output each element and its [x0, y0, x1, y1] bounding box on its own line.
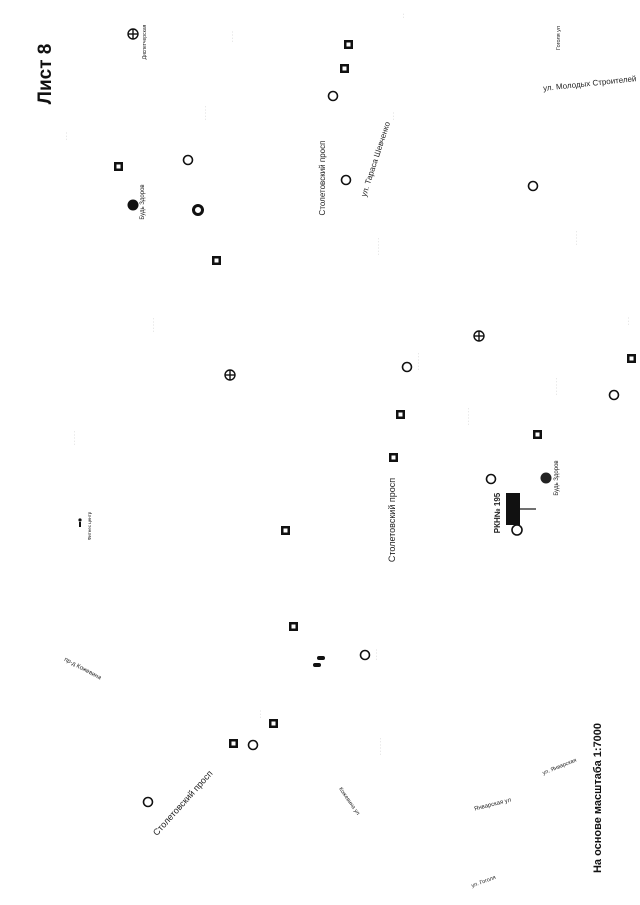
marker-label: РКН№ 195 — [493, 492, 502, 533]
street-label-stoletovsky-center: Столетовский просп — [387, 478, 397, 562]
open-circle-symbols — [142, 90, 620, 808]
open-circle-icon — [527, 180, 539, 192]
street-label-stoletovsky-south: Столетовский просп — [151, 768, 215, 837]
scale-note: На основе масштаба 1:7000 — [592, 722, 604, 874]
open-circle-icon — [401, 361, 413, 373]
square-sign-icon — [269, 719, 278, 728]
map-marker-icon — [506, 493, 520, 525]
place-labels: Будь Здоров Будь Здоров Диспетчерская Фи… — [87, 24, 560, 540]
place-label-bud-zdorov-west: Будь Здоров — [140, 184, 146, 219]
crossed-circle-icon — [127, 28, 139, 40]
crossed-circle-icon — [473, 330, 485, 342]
svg-text:· · · · · ·: · · · · · · — [416, 353, 422, 370]
place-label-dispatch: Диспетчерская — [142, 24, 148, 59]
street-label-kozhevina-south: Кожевина ул — [337, 786, 361, 816]
filled-dot-symbols — [127, 199, 552, 484]
open-circle-icon — [142, 796, 154, 808]
svg-text:· · · · ·: · · · · · — [72, 431, 78, 445]
square-sign-icon — [340, 64, 349, 73]
small-dark-marks — [313, 656, 325, 667]
filled-dot-icon — [127, 199, 139, 211]
svg-text:· · · · · ·: · · · · · · — [466, 408, 472, 425]
open-circle-icon — [327, 90, 339, 102]
square-sign-icon — [396, 410, 405, 419]
svg-text:· · ·: · · · — [626, 317, 632, 325]
street-label-kozhevina-west: пр-д Кожевина — [63, 657, 103, 682]
square-sign-icon — [229, 739, 238, 748]
svg-text:· · · ·: · · · · — [374, 649, 380, 660]
crossed-circle-icon — [224, 369, 236, 381]
svg-text:· ·: · · — [401, 13, 407, 18]
svg-text:· · · ·: · · · · — [230, 31, 236, 42]
svg-text:· · · · · ·: · · · · · · — [554, 378, 560, 395]
street-label-gogolya-south: ул. Гоголя — [471, 875, 497, 889]
square-sign-icon — [627, 354, 636, 363]
place-label-fitness: Фитнес центр — [87, 511, 92, 540]
street-label-stoletovsky-north: Столетовский просп — [318, 141, 327, 216]
square-sign-icon — [344, 40, 353, 49]
svg-text:· · · · ·: · · · · · — [203, 106, 209, 120]
street-label-yanvarskaya-east: ул. Январская — [542, 758, 578, 777]
sheet-title: Лист 8 — [35, 43, 56, 105]
person-icon — [78, 518, 82, 527]
svg-text:· · · · ·: · · · · · — [151, 318, 157, 332]
svg-text:· · · · · ·: · · · · · · — [376, 238, 382, 255]
ring-icon — [192, 204, 204, 216]
open-circle-icon — [608, 389, 620, 401]
street-label-molodykh-stroiteley: ул. Молодых Строителей — [543, 74, 637, 93]
open-circle-icon — [340, 174, 352, 186]
square-sign-symbols — [114, 40, 636, 748]
svg-text:· · · · ·: · · · · · — [574, 231, 580, 245]
open-circle-icon — [247, 739, 259, 751]
svg-text:· · · · · ·: · · · · · · — [378, 738, 384, 755]
open-circle-icon — [359, 649, 371, 661]
square-sign-icon — [389, 453, 398, 462]
square-sign-icon — [289, 622, 298, 631]
square-sign-icon — [114, 162, 123, 171]
square-sign-icon — [212, 256, 221, 265]
square-sign-icon — [533, 430, 542, 439]
svg-text:· · ·: · · · — [64, 132, 70, 140]
crossed-circle-symbols — [127, 28, 485, 381]
open-circle-icon — [485, 473, 497, 485]
filled-dot-icon — [540, 472, 552, 484]
open-circle-icon — [511, 524, 523, 536]
faint-annotations: · · · · · · · · · · · · · · · · · · · · … — [64, 13, 632, 755]
street-labels: Столетовский просп Столетовский просп Ст… — [63, 26, 637, 889]
place-label-bud-zdorov-east: Будь Здоров — [554, 460, 560, 495]
svg-text:· · ·: · · · — [258, 710, 264, 718]
open-circle-icon — [182, 154, 194, 166]
street-label-shevchenko: ул. Тараса Шевченко — [359, 120, 392, 198]
square-sign-icon — [281, 526, 290, 535]
street-label-yanvarskaya: Январская ул — [474, 797, 513, 812]
map-marker: РКН№ 195 — [493, 492, 536, 533]
svg-text:· · ·: · · · — [391, 112, 397, 120]
street-label-gogolya-north: Гоголя ул — [556, 26, 562, 50]
